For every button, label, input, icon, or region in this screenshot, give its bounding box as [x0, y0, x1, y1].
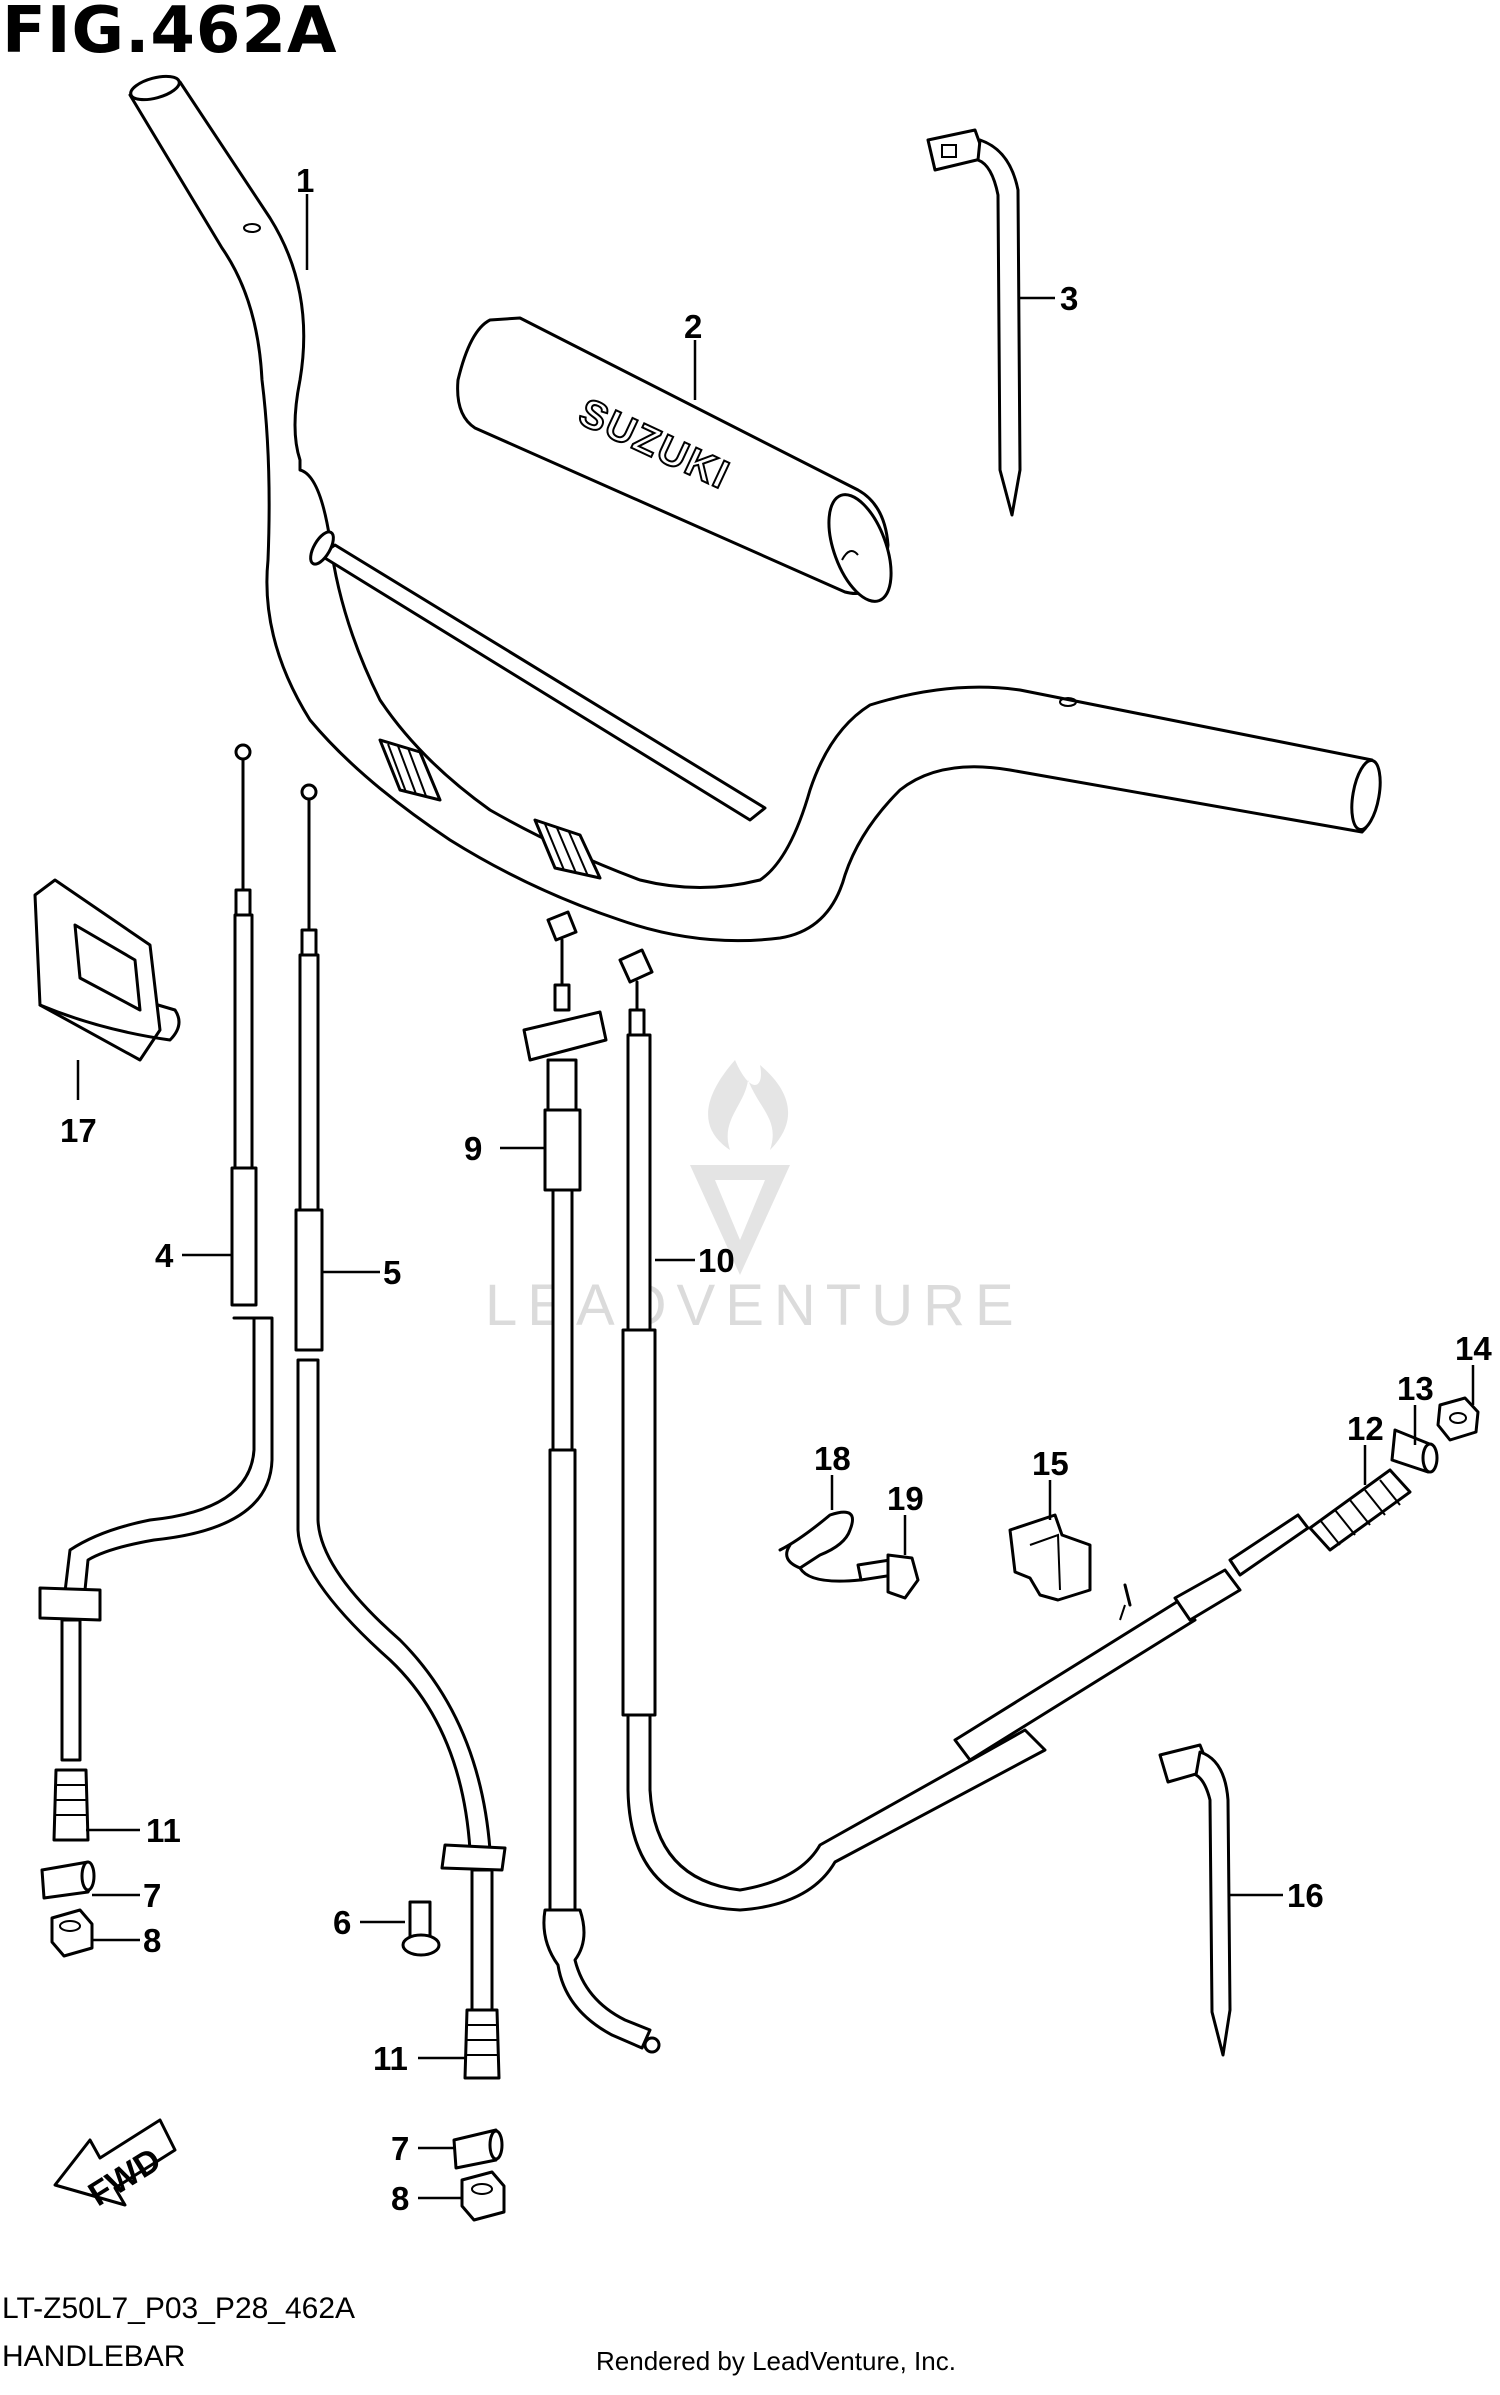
fwd-arrow-icon: FWD: [53, 2118, 177, 2214]
boot-right[interactable]: [463, 2008, 501, 2080]
callout-12: 12: [1347, 1410, 1384, 1447]
callout-13: 13: [1397, 1370, 1434, 1407]
diagram-code: LT-Z50L7_P03_P28_462A: [2, 2292, 356, 2325]
render-credit: Rendered by LeadVenture, Inc.: [596, 2346, 956, 2376]
callout-8-right: 8: [391, 2180, 409, 2217]
adjuster-left[interactable]: [40, 1860, 96, 1900]
bracket[interactable]: [33, 878, 181, 1062]
callout-17: 17: [60, 1112, 97, 1149]
callout-5: 5: [383, 1254, 401, 1291]
nut-right[interactable]: [460, 2170, 506, 2222]
lock-nut[interactable]: [1436, 1396, 1480, 1442]
callout-7-left: 7: [143, 1877, 161, 1914]
joint[interactable]: [1390, 1428, 1439, 1474]
callout-9: 9: [464, 1130, 482, 1167]
callout-8-left: 8: [143, 1922, 161, 1959]
callout-7-right: 7: [391, 2130, 409, 2167]
callout-15: 15: [1032, 1445, 1069, 1482]
boot-left[interactable]: [52, 1768, 90, 1842]
callout-11-right: 11: [373, 2040, 408, 2077]
throttle-cable-right[interactable]: [294, 783, 507, 2012]
callout-1: 1: [296, 162, 314, 199]
cable-tie-top[interactable]: [926, 128, 1022, 517]
callout-4: 4: [155, 1237, 174, 1274]
handlebar-pad[interactable]: SUZUKI: [456, 316, 904, 610]
callout-numbers: 1 2 3 4 5 6 7 7 8 8 9 10 11 11 12 13 14 …: [60, 162, 1492, 2217]
callout-14: 14: [1455, 1330, 1492, 1367]
diagram-name: HANDLEBAR: [2, 2340, 186, 2373]
knurled-section-right: [533, 818, 602, 880]
figure-title: FIG.462A: [2, 0, 338, 68]
callout-18: 18: [814, 1440, 851, 1477]
callout-6: 6: [333, 1904, 351, 1941]
clamp[interactable]: [1008, 1513, 1092, 1602]
wire-clip[interactable]: [778, 1510, 862, 1583]
nut-left[interactable]: [50, 1908, 94, 1958]
callout-19: 19: [887, 1480, 924, 1517]
throttle-cable-left[interactable]: [38, 743, 274, 1762]
callout-10: 10: [698, 1242, 735, 1279]
cable-tie-bottom[interactable]: [1158, 1743, 1232, 2057]
adjuster-right[interactable]: [452, 2128, 504, 2170]
knurled-section-left: [378, 738, 442, 802]
callout-2: 2: [684, 308, 702, 345]
bolt[interactable]: [856, 1553, 920, 1600]
spring[interactable]: [1308, 1468, 1412, 1552]
callout-11-left: 11: [146, 1812, 181, 1849]
brake-cable-center[interactable]: [522, 910, 661, 2054]
screw[interactable]: [401, 1900, 441, 1957]
brake-cable-right[interactable]: [618, 948, 1310, 1912]
leader-lines: [76, 194, 1475, 2200]
callout-3: 3: [1060, 280, 1078, 317]
callout-16: 16: [1287, 1877, 1324, 1914]
handlebar[interactable]: [128, 72, 1385, 943]
